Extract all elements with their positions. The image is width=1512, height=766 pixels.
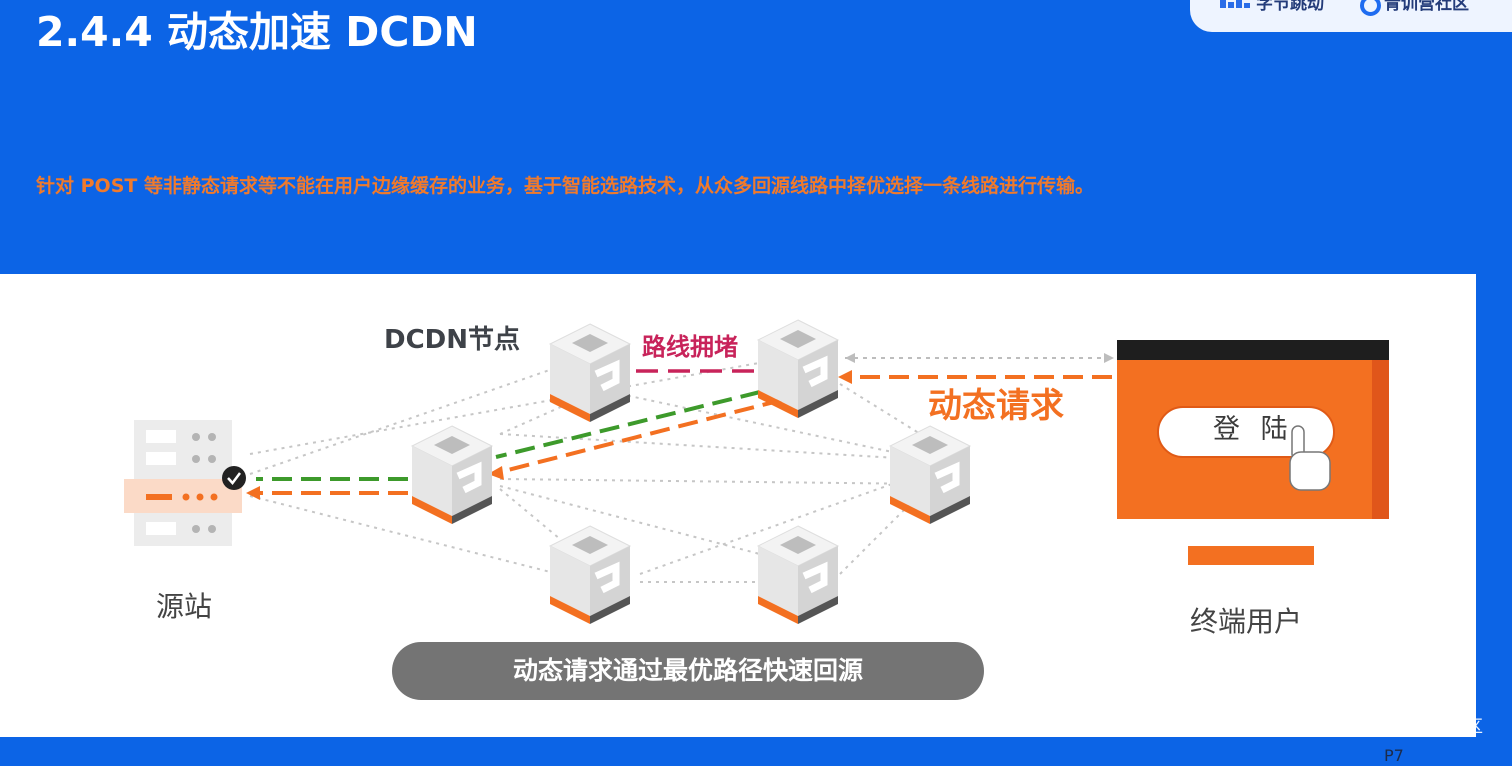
hand-pointer-icon [1289,425,1331,491]
bytedance-logo-text: 字节跳动 [1256,0,1324,14]
watermark: @稀土掘金技术社区 [1330,717,1483,737]
dcdn-node-icon [758,320,838,418]
diagram-panel: DCDN节点 路线拥堵 动态请求 源站 终端用户 登 陆 动态请求通过最优路径快… [0,274,1476,737]
arrow-head [488,466,504,480]
origin-server-icon [124,420,246,546]
slide-description: 针对 POST 等非静态请求等不能在用户边缘缓存的业务，基于智能选路技术，从众多… [36,175,1094,197]
request-path-orange [258,375,1112,495]
dynamic-request-label: 动态请求 [928,386,1064,426]
dcdn-node-icon [550,324,630,422]
slide-title: 2.4.4 动态加速 DCDN [36,8,478,56]
dcdn-node-icon [758,526,838,624]
dcdn-node-icon [890,426,970,524]
end-user-label: 终端用户 [1190,605,1303,638]
arrow-head [838,370,852,384]
dcdn-node-icon [550,526,630,624]
bytedance-logo-icon [1220,0,1250,8]
dcdn-node-label: DCDN节点 [384,325,521,355]
arrow-head [246,486,260,500]
community-logo-text: 青训营社区 [1384,0,1469,14]
community-logo-icon [1360,0,1381,16]
congestion-label: 路线拥堵 [642,333,738,361]
dcdn-node-icon [412,426,492,524]
login-button-label: 登 陆 [1213,414,1294,445]
page-number: P7 [1384,746,1404,765]
optimal-path-green [256,390,761,481]
brand-logo-tab: 字节跳动 青训营社区 [1190,0,1512,32]
caption-pill: 动态请求通过最优路径快速回源 [392,642,984,700]
dcdn-diagram [124,274,1389,737]
origin-label: 源站 [156,590,213,623]
end-user-monitor-icon [1117,340,1389,565]
